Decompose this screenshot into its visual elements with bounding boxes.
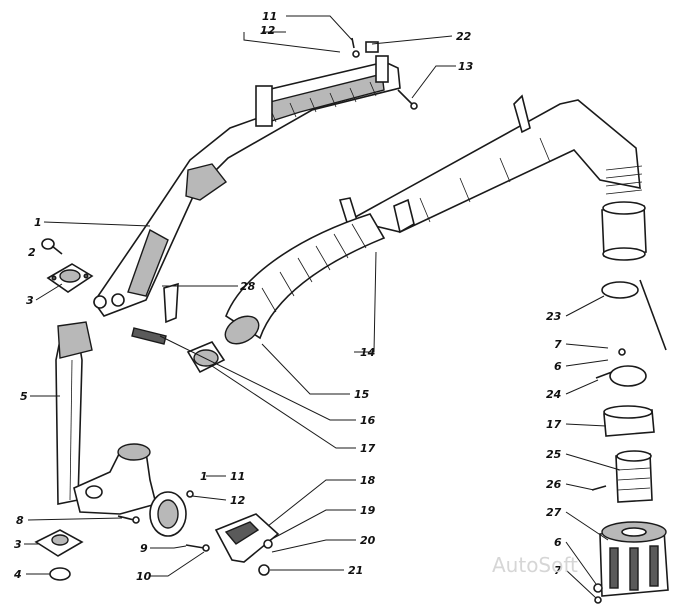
callout-6-lower: 6 [554,536,562,549]
callout-3-lower: 3 [14,538,22,551]
duct-14 [338,94,641,234]
nut-6-7-bottom [593,583,603,604]
leader-lines [24,15,621,599]
callout-19: 19 [360,504,376,517]
callout-8: 8 [16,514,24,527]
callout-11-top: 11 [262,10,277,23]
bolt-2 [41,238,63,255]
callout-4: 4 [13,568,22,581]
callout-2: 2 [28,246,36,259]
marker-1-lower: 1 [200,470,208,483]
sleeve-upper-right [601,165,647,261]
callout-7-upper: 7 [554,338,562,351]
bolt-13 [397,89,418,110]
band-17-right [603,405,655,437]
elbow-casting [73,443,157,515]
callout-13: 13 [458,60,474,73]
callout-14: 14 [360,346,375,359]
clamp-ring-lower [149,491,187,537]
callout-23: 23 [546,310,562,323]
bracket-28 [163,282,179,324]
callout-15: 15 [354,388,370,401]
callout-27: 27 [546,506,562,519]
callout-16: 16 [360,414,376,427]
callout-20: 20 [360,534,376,547]
washer-12-top [352,50,360,58]
callout-25: 25 [546,448,562,461]
callout-11-lower: 11 [230,470,245,483]
callout-5: 5 [20,390,28,403]
callout-12-lower: 12 [230,494,246,507]
pin-11-top [351,37,355,49]
callout-22: 22 [456,30,472,43]
corrugated-hose-15 [224,213,386,345]
base-27 [599,521,669,597]
flange-3-upper [46,263,94,293]
callout-numbers: 11 12 22 13 1 2 28 3 5 14 15 16 17 11 1 … [13,10,562,583]
ring-4 [49,567,71,581]
callout-17-right: 17 [546,418,562,431]
collar-25 [615,450,653,503]
callout-24: 24 [546,388,561,401]
callout-12-top: 12 [260,24,276,37]
callout-18-lower: 18 [360,474,376,487]
bolt-26 [591,485,607,491]
callout-7-lower: 7 [554,564,562,577]
watermark: AutoSoft [492,553,578,577]
callout-9: 9 [140,542,148,555]
screw-8 [117,515,140,524]
callout-17-left: 17 [360,442,376,455]
flange-3-lower [34,529,84,557]
hose-clamp-17 [186,341,226,374]
callout-10: 10 [136,570,152,583]
sleeve-22 [365,41,379,53]
clamp-23 [601,279,667,351]
clamp-24 [595,348,647,387]
vertical-tube-5 [55,321,93,505]
washer-12-lower [186,490,194,498]
plate-19 [214,513,280,576]
screw-9-10 [185,544,210,552]
callout-1: 1 [34,216,42,229]
callout-28: 28 [240,280,256,293]
callout-6-upper: 6 [554,360,562,373]
bracket-arm [93,55,401,317]
callout-26: 26 [546,478,562,491]
callout-3-upper: 3 [26,294,34,307]
spring-16 [131,327,167,345]
callout-21: 21 [348,564,363,577]
